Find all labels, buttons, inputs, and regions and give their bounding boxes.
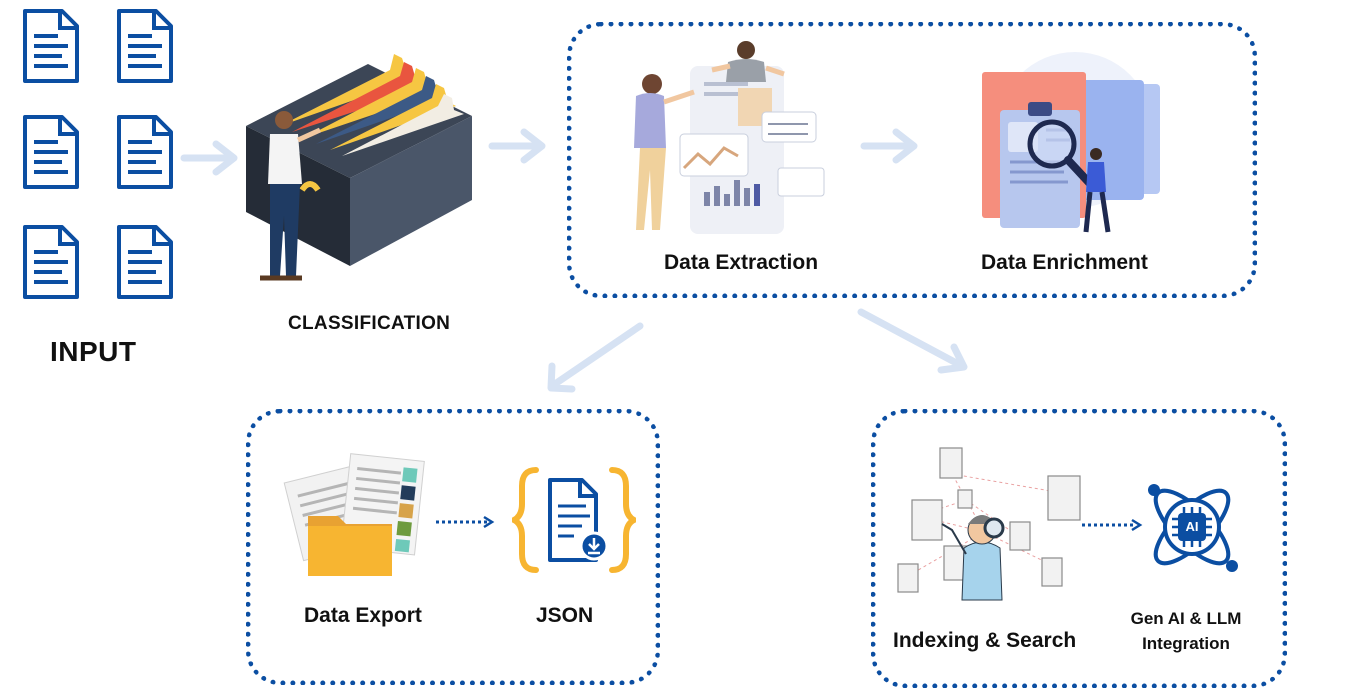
- man-figure: [711, 41, 785, 82]
- indexing-search-label: Indexing & Search: [893, 629, 1077, 652]
- export-box: [246, 409, 660, 685]
- dotted-arrow-indexing-ai: [1082, 518, 1143, 532]
- indexing-search-illustration: [897, 447, 1081, 601]
- json-label: JSON: [536, 604, 594, 627]
- document-icon: [117, 9, 173, 83]
- extraction-enrichment-box: [567, 22, 1257, 298]
- small-man-figure: [1083, 148, 1111, 233]
- data-export-label: Data Export: [304, 604, 422, 627]
- document-icon: [23, 115, 79, 189]
- data-export-illustration: [283, 453, 425, 576]
- man-with-magnifier-figure: [941, 515, 1005, 601]
- arrow-extraction-to-enrichment: [860, 128, 918, 164]
- data-extraction-illustration: [634, 41, 825, 234]
- gen-ai-label: Gen AI & LLM Integration: [1130, 609, 1242, 653]
- data-extraction-label: Data Extraction: [664, 251, 819, 274]
- json-icon: [512, 467, 636, 573]
- arrow-input-to-classification: [180, 140, 238, 176]
- document-icon: [117, 115, 173, 189]
- person-figure: [260, 111, 322, 281]
- arrow-to-export: [547, 322, 644, 393]
- data-enrichment-illustration: [982, 52, 1160, 233]
- data-enrichment-label: Data Enrichment: [981, 251, 1148, 274]
- document-icon: [23, 9, 79, 83]
- ai-chip-label: AI: [1185, 519, 1199, 534]
- dotted-arrow-export-json: [436, 515, 495, 529]
- arrow-to-indexing: [857, 308, 968, 374]
- ai-atom-icon: AI: [1140, 472, 1244, 582]
- cabinet-illustration: [246, 54, 472, 281]
- classification-label: CLASSIFICATION: [288, 313, 451, 334]
- document-icon: [117, 225, 173, 299]
- woman-figure: [634, 74, 695, 230]
- input-label: INPUT: [50, 336, 137, 367]
- arrow-classification-to-extraction: [488, 128, 546, 164]
- indexing-genai-box: [871, 409, 1287, 688]
- document-icon: [23, 225, 79, 299]
